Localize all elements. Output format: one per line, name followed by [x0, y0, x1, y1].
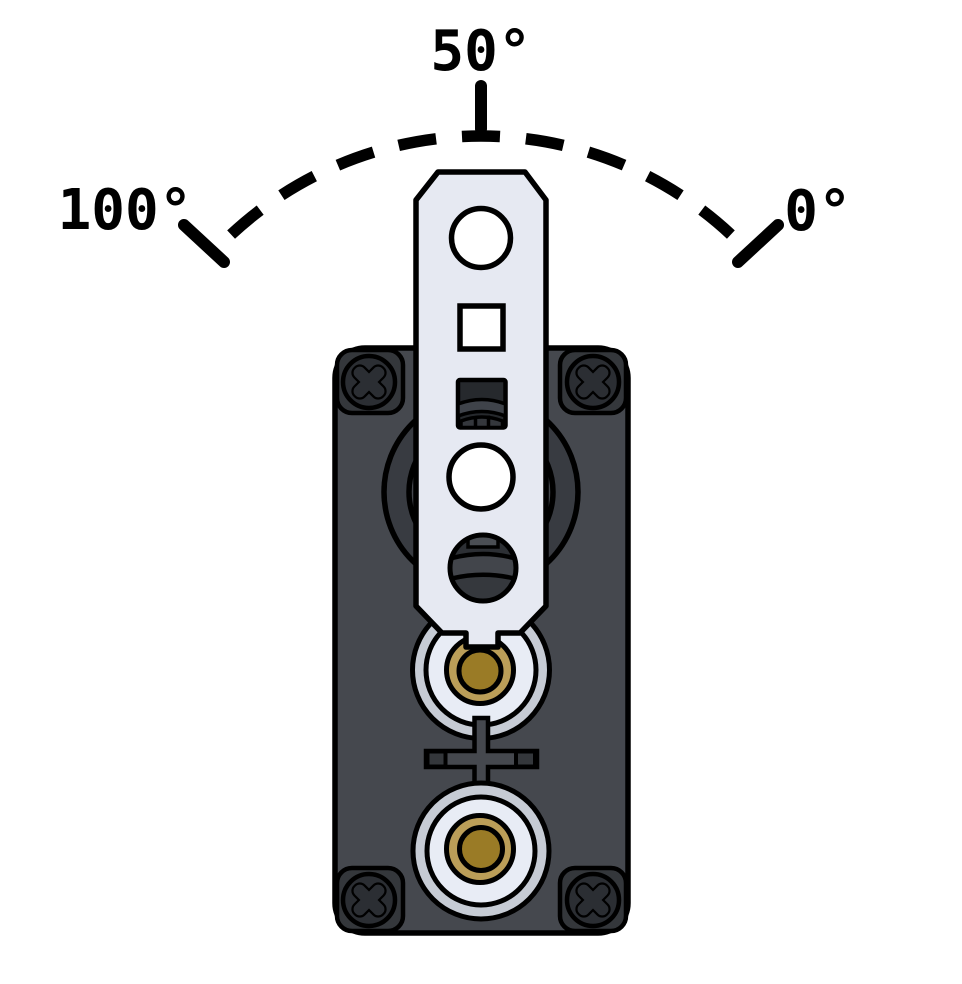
angle-tick-left	[178, 219, 230, 268]
cross-connector	[423, 715, 540, 801]
screw-top-left	[340, 353, 398, 411]
angle-label-top: 50°	[430, 19, 531, 84]
servo-arm	[413, 169, 549, 650]
arm-hole-square	[457, 303, 506, 352]
phillips-cross-icon	[575, 882, 611, 918]
phillips-cross-icon	[351, 364, 387, 400]
lower-hub	[410, 780, 552, 922]
angle-arc	[218, 130, 744, 248]
screw-bottom-right	[564, 871, 622, 929]
arm-hole-mid	[446, 442, 516, 512]
phillips-cross-icon	[575, 364, 611, 400]
ball-outline	[447, 532, 519, 604]
screw-bottom-left	[340, 871, 398, 929]
ball-band-line	[452, 551, 514, 561]
arm-spline-window	[455, 377, 508, 430]
arm-pivot-ball	[447, 532, 519, 604]
screw-top-right	[564, 353, 622, 411]
ball-stripe	[452, 554, 514, 579]
lower-hub-brass-core	[457, 825, 505, 873]
angle-label-right: 0°	[784, 179, 851, 244]
upper-hub-brass-core	[456, 647, 504, 695]
spline-slats	[459, 415, 505, 430]
crossbar-end-right	[514, 749, 537, 769]
crossbar-end-left	[425, 749, 448, 769]
spline-band	[456, 397, 508, 419]
arm-hole-top	[448, 205, 514, 271]
ball-band-line	[452, 572, 514, 581]
angle-label-left: 100°	[58, 178, 193, 243]
phillips-cross-icon	[351, 882, 387, 918]
angle-tick-right	[732, 219, 784, 268]
angle-annotation: 100° 50° 0°	[58, 19, 852, 268]
